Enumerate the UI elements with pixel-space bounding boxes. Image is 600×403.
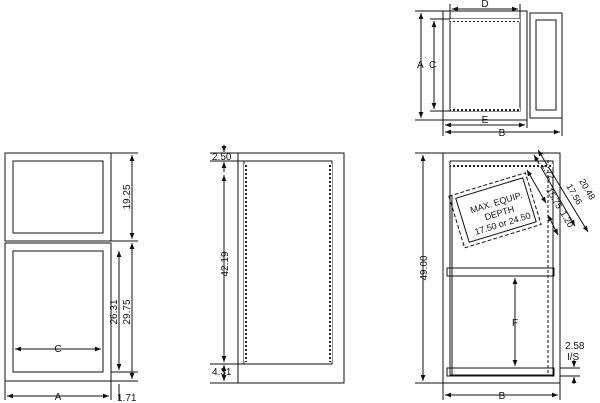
plan-dim-d: D: [481, 0, 488, 10]
plan-dim-b: B: [499, 128, 506, 139]
side-dim-top: 2.50: [212, 152, 232, 163]
plan-rail-top: [450, 19, 520, 22]
side-rail-left: [244, 164, 248, 362]
front-dim-lower-2: 29.75: [122, 299, 133, 324]
rack-dim-1-20: 1.20: [558, 209, 575, 229]
rack-dim-15-75: 15.75: [544, 186, 564, 211]
is-label: I/S: [567, 352, 580, 363]
front-dim-a: A: [55, 392, 62, 403]
rack-dim-f: F: [512, 318, 518, 329]
plan-dim-c: C: [429, 60, 436, 71]
rack-dim-b: B: [499, 391, 506, 402]
front-dim-base: 1.71: [117, 393, 137, 403]
front-dim-c: C: [54, 344, 61, 355]
is-value: 2.58: [565, 341, 585, 352]
labels: A C 19.25 26.31 29.75 1.71 2.50 42.19 4.…: [54, 0, 597, 403]
rack-dim-total: 49.00: [419, 255, 430, 280]
plan-rail-bottom: [450, 108, 520, 111]
rack-section-view: [415, 149, 589, 400]
front-dim-lower-1: 26.31: [109, 299, 120, 324]
side-rail-right: [328, 164, 332, 362]
front-dim-top-height: 19.25: [122, 184, 133, 209]
mounting-rails: [244, 19, 553, 362]
side-dim-rail: 42.19: [220, 251, 231, 276]
plan-dim-a: A: [417, 60, 424, 71]
plan-dim-e: E: [482, 115, 489, 126]
side-dim-bottom: 4.31: [212, 367, 232, 378]
plan-view: [415, 4, 563, 136]
rack-rail-top: [450, 164, 553, 167]
rack-dim-1-72: 1.72: [539, 161, 556, 181]
front-view: [4, 152, 138, 400]
